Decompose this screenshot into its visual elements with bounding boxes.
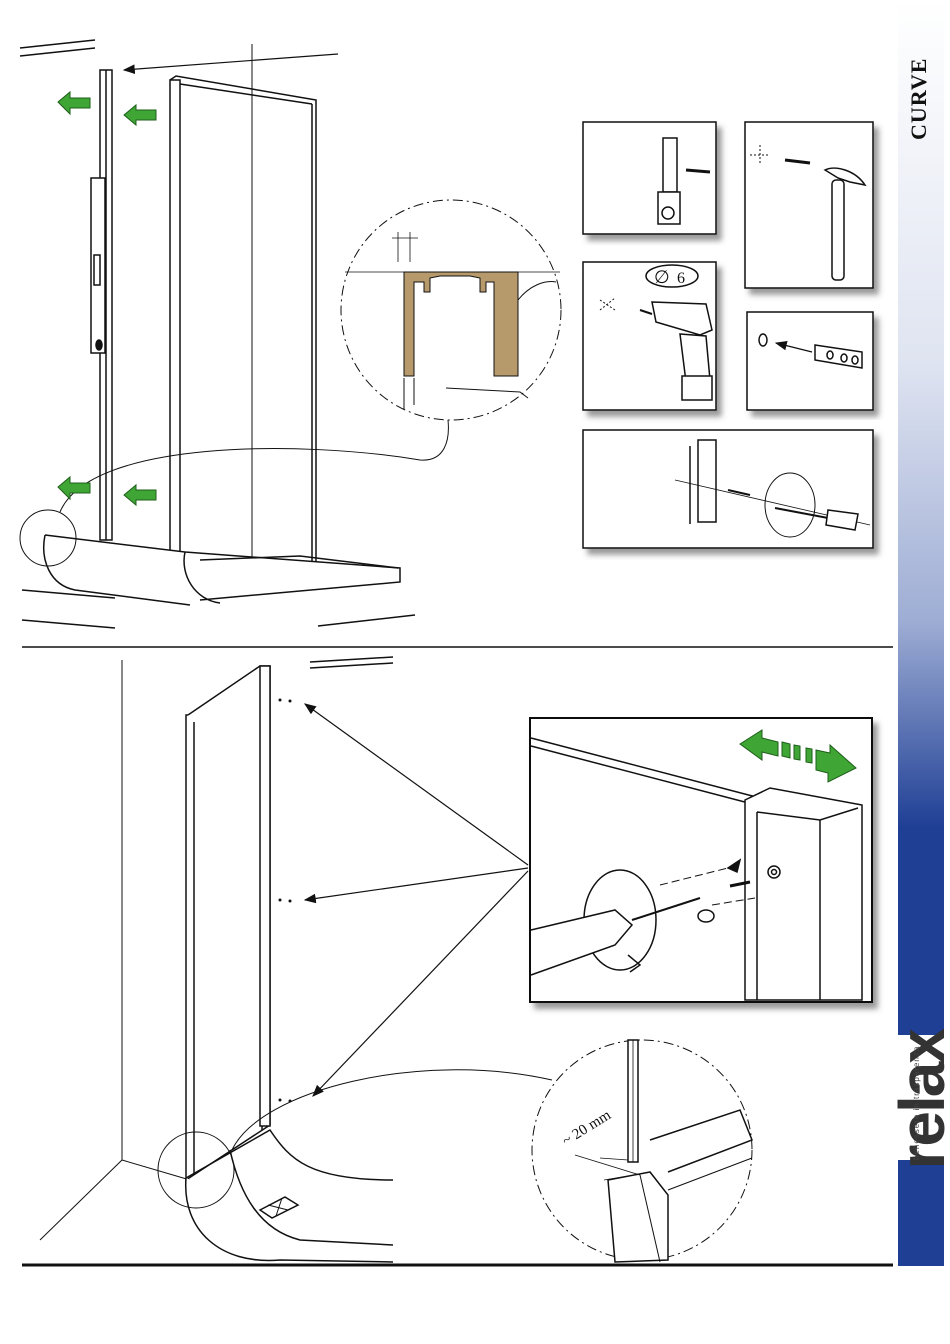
step-inset-2 [745, 122, 873, 288]
sidebar-gradient [898, 0, 944, 1035]
step-inset-5 [583, 430, 873, 548]
top-section: ∅ 6 [20, 40, 873, 628]
gap-dimension-label: ~ 20 mm [560, 1107, 615, 1149]
product-title: CURVE [906, 30, 940, 140]
brand-tagline: benessere in trasparenza [912, 1040, 924, 1160]
illustration-canvas: ∅ 6 [0, 0, 896, 1344]
fixing-points [279, 699, 292, 1103]
drill-diameter-symbol: ∅ [654, 267, 670, 287]
profile-cross-section [404, 272, 518, 376]
step-inset-1 [583, 122, 716, 234]
bottom-section [40, 657, 872, 1262]
drill-diameter-value: 6 [677, 270, 685, 287]
